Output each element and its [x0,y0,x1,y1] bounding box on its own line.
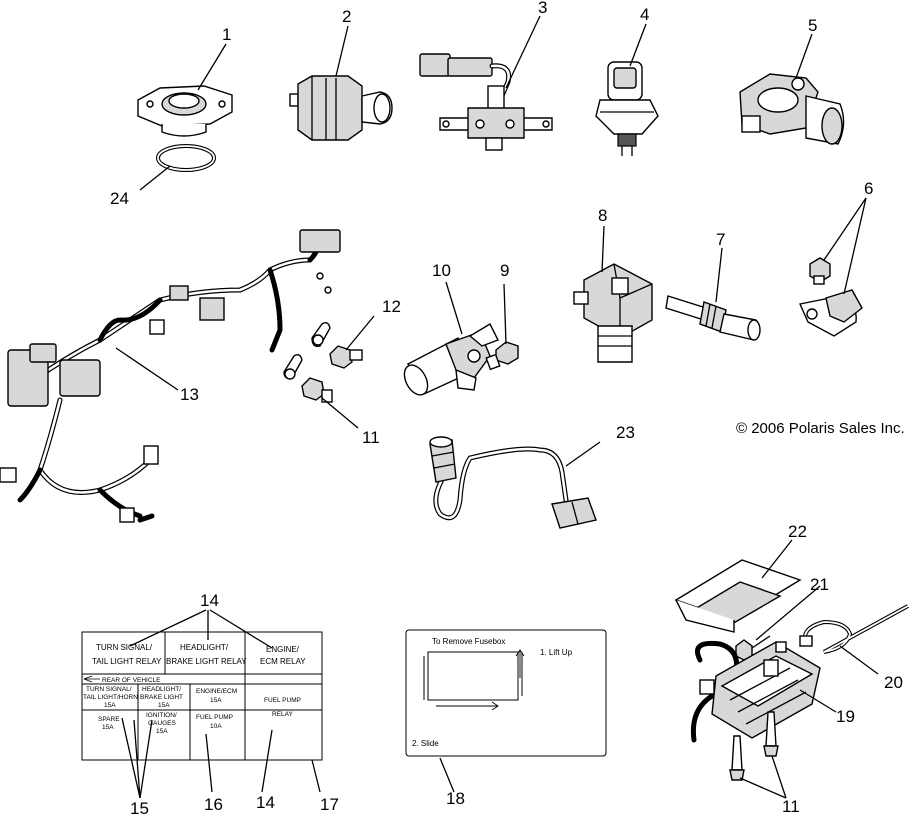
relay-turn-signal-1: TURN SIGNAL/ [96,643,153,652]
callout-22: 22 [788,522,807,541]
fuse-ignition-2: GAUGES [148,720,176,727]
part-10-sensor [403,323,499,396]
callout-7: 7 [716,230,725,249]
callout-11a: 11 [362,428,380,447]
fuse-fuel-1: FUEL PUMP [196,714,233,721]
part-24-o-ring [156,144,216,172]
fuse-ecm-1: ENGINE/ECM [196,688,237,695]
part-20-cable-tie [799,604,909,654]
fuse-headlight-2: BRAKE LIGHT [140,694,183,701]
fuse-headlight-3: 15A [158,702,170,709]
fuse-turn-signal-1: TURN SIGNAL/ [86,686,132,693]
callout-15: 15 [130,799,149,816]
callout-6: 6 [864,179,873,198]
part-23-sensor-lead [429,436,597,529]
fuel-relay-1: FUEL PUMP [264,697,301,704]
callout-10: 10 [432,261,451,280]
fuse-turn-signal-3: 15A [104,702,116,709]
copyright-text: © 2006 Polaris Sales Inc. [736,420,905,437]
callout-14b: 14 [256,793,275,812]
callout-19: 19 [836,707,855,726]
relay-rear-of-vehicle: REAR OF VEHICLE [102,677,161,684]
part-11-screws [729,711,779,781]
callout-3: 3 [538,0,547,17]
callout-17: 17 [320,795,339,814]
part-3-sensor [419,53,553,151]
fuse-fuel-2: 10A [210,723,222,730]
part-13-wire-harness [0,229,341,523]
callout-8: 8 [598,206,607,225]
fusebox-label-step1: 1. Lift Up [540,648,573,657]
callout-20: 20 [884,673,903,692]
fusebox-label-step2: 2. Slide [412,739,439,748]
part-7-sensor [665,295,761,341]
part-9-bolt [485,341,519,371]
callout-4: 4 [640,5,649,24]
fuse-headlight-1: HEADLIGHT/ [142,686,181,693]
callout-16: 16 [204,795,223,814]
fuse-ecm-2: 15A [210,697,222,704]
part-8-sensor [573,263,653,363]
callout-21: 21 [810,575,829,594]
callout-18: 18 [446,789,465,808]
part-1-sensor [137,85,233,137]
fuse-turn-signal-2: TAIL LIGHT/HORN [83,694,138,701]
part-11-bolt [283,353,333,403]
fusebox-label-title: To Remove Fusebox [432,637,505,646]
fuse-spare-1: SPARE [98,716,120,723]
part-5-sensor [739,73,845,145]
callout-11b: 11 [782,797,800,816]
callout-5: 5 [808,16,817,35]
relay-headlight-1: HEADLIGHT/ [180,643,229,652]
part-2-switch [289,75,393,141]
callout-24: 24 [110,189,129,208]
part-19-fusebox [690,640,821,743]
relay-headlight-2: BRAKE LIGHT RELAY [166,657,247,666]
part-18-fusebox-label: To Remove Fusebox 1. Lift Up 2. Slide [405,629,607,757]
fuse-ignition-1: IGNITION/ [146,712,177,719]
callout-1: 1 [222,25,231,44]
part-12-bolt [311,321,363,369]
fuse-spare-2: 15A [102,724,114,731]
relay-engine-1: ENGINE/ [266,645,300,654]
callout-23: 23 [616,423,635,442]
relay-turn-signal-2: TAIL LIGHT RELAY [92,657,162,666]
callout-12: 12 [382,297,401,316]
callout-2: 2 [342,7,351,26]
relay-engine-2: ECM RELAY [260,657,306,666]
callout-14a: 14 [200,591,219,610]
callout-9: 9 [500,261,509,280]
fuse-ignition-3: 15A [156,728,168,735]
fuel-relay-2: RELAY [272,711,293,718]
part-4-sensor [595,61,659,156]
callout-13: 13 [180,385,199,404]
part-17-relay-label: TURN SIGNAL/ TAIL LIGHT RELAY HEADLIGHT/… [81,631,323,761]
leader-lines [115,15,879,799]
part-22-cover [674,559,802,633]
part-6-sensor [799,257,863,337]
callout-numbers: 1 2 3 4 5 24 6 8 7 10 9 12 13 11 23 22 2… [110,0,903,816]
